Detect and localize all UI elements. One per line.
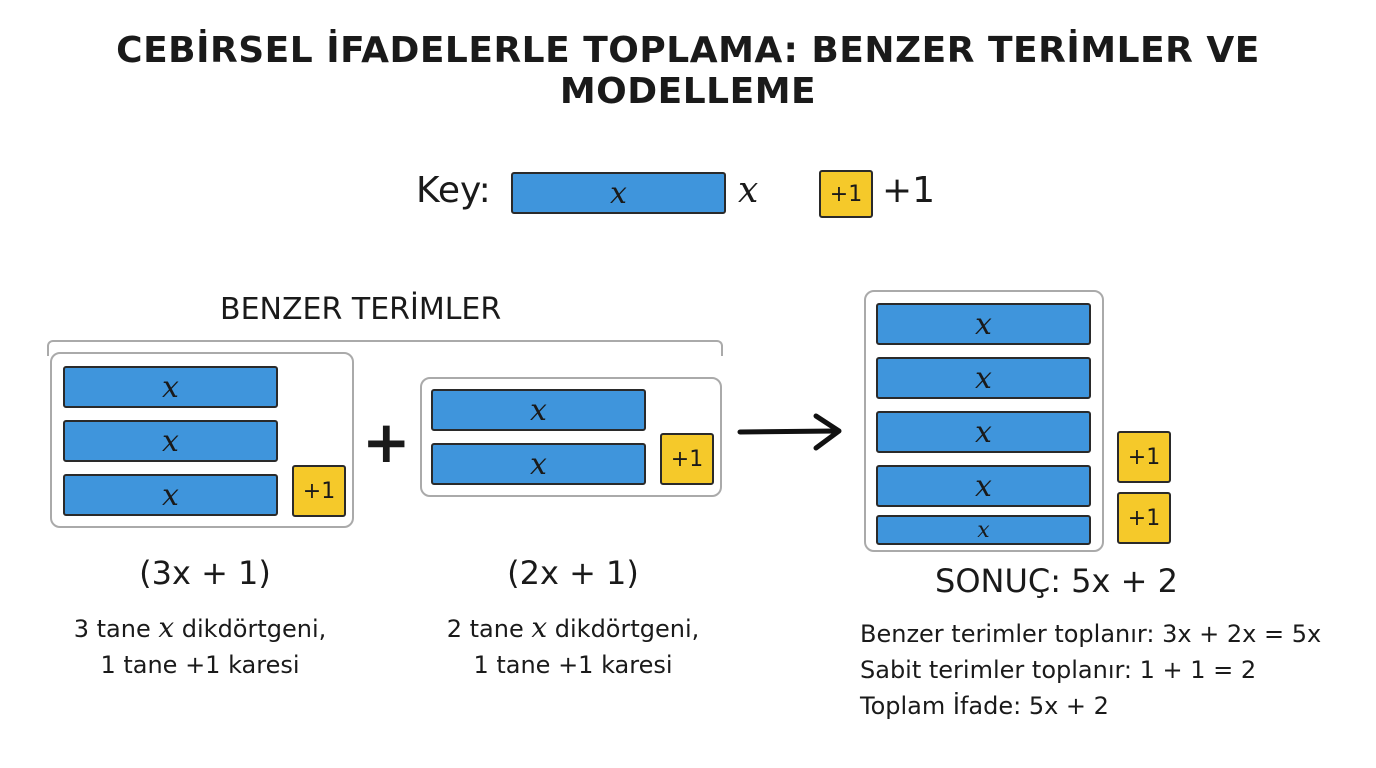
right-description-line2: 1 tane +1 karesi: [473, 651, 673, 679]
right-x-tile-1: x: [431, 389, 646, 431]
x-tile-text: x: [975, 306, 992, 342]
group-bracket: [47, 340, 723, 356]
left-desc-suffix: dikdörtgeni,: [174, 615, 327, 643]
left-description-line2: 1 tane +1 karesi: [100, 651, 300, 679]
right-description-line1: 2 tane x dikdörtgeni,: [400, 610, 746, 647]
left-x-tile-3: x: [63, 474, 278, 516]
left-x-tile-2: x: [63, 420, 278, 462]
key-x-tile-text: x: [610, 175, 627, 211]
key-unit-tile: +1: [819, 170, 873, 218]
unit-tile-text: +1: [302, 478, 336, 504]
result-x-tile-3: x: [876, 411, 1091, 453]
x-tile-text: x: [530, 392, 547, 428]
page-title: CEBİRSEL İFADELERLE TOPLAMA: BENZER TERİ…: [116, 30, 1260, 112]
result-label: SONUÇ: 5x + 2: [935, 562, 1178, 600]
summary-line-1: Benzer terimler toplanır: 3x + 2x = 5x: [860, 620, 1322, 648]
result-bracket: [864, 290, 1104, 552]
unit-tile-text: +1: [1127, 444, 1161, 470]
result-x-tile-4: x: [876, 465, 1091, 507]
key-unit-meaning: +1: [882, 170, 936, 211]
x-tile-text: x: [975, 414, 992, 450]
right-group-bracket: [420, 377, 722, 497]
unit-tile-text: +1: [1127, 505, 1161, 531]
right-desc-prefix: 2 tane: [446, 615, 532, 643]
left-description: 3 tane x dikdörtgeni, 1 tane +1 karesi: [30, 610, 370, 683]
key-x-tile: x: [511, 172, 726, 214]
right-desc-suffix: dikdörtgeni,: [547, 615, 700, 643]
left-expression: (3x + 1): [139, 554, 271, 592]
x-tile-text: x: [975, 468, 992, 504]
left-desc-var: x: [158, 611, 175, 644]
right-description: 2 tane x dikdörtgeni, 1 tane +1 karesi: [400, 610, 746, 683]
x-tile-text: x: [977, 517, 990, 543]
plus-sign: +: [362, 408, 411, 476]
key-x-meaning: x: [738, 170, 759, 211]
key-unit-tile-text: +1: [829, 181, 863, 207]
left-unit-tile: +1: [292, 465, 346, 517]
summary-line-3: Toplam İfade: 5x + 2: [860, 692, 1109, 720]
result-x-tile-5: x: [876, 515, 1091, 545]
x-tile-text: x: [975, 360, 992, 396]
result-unit-tile-1: +1: [1117, 431, 1171, 483]
right-unit-tile: +1: [660, 433, 714, 485]
arrow-right-icon: [737, 413, 842, 451]
group-title: BENZER TERİMLER: [220, 292, 502, 327]
right-desc-var: x: [531, 611, 548, 644]
result-unit-tile-2: +1: [1117, 492, 1171, 544]
x-tile-text: x: [162, 423, 179, 459]
result-x-tile-1: x: [876, 303, 1091, 345]
unit-tile-text: +1: [670, 446, 704, 472]
x-tile-text: x: [530, 446, 547, 482]
left-group-bracket: [50, 352, 354, 528]
right-x-tile-2: x: [431, 443, 646, 485]
left-description-line1: 3 tane x dikdörtgeni,: [30, 610, 370, 647]
x-tile-text: x: [162, 369, 179, 405]
result-summary: Benzer terimler toplanır: 3x + 2x = 5x S…: [860, 616, 1321, 724]
x-tile-text: x: [162, 477, 179, 513]
key-label: Key:: [416, 170, 491, 211]
left-x-tile-1: x: [63, 366, 278, 408]
summary-line-2: Sabit terimler toplanır: 1 + 1 = 2: [860, 656, 1257, 684]
result-x-tile-2: x: [876, 357, 1091, 399]
right-expression: (2x + 1): [507, 554, 639, 592]
left-desc-prefix: 3 tane: [73, 615, 159, 643]
